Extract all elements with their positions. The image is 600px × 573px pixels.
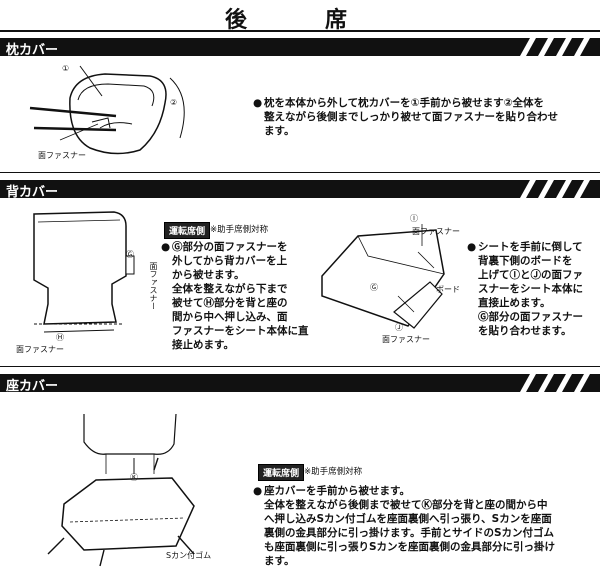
back-side-badge: 運転席側 — [164, 222, 211, 239]
divider — [0, 366, 600, 367]
back-label-i: Ⓘ — [410, 214, 418, 223]
seat-cover-illustration — [47, 414, 195, 567]
pillow-illustration — [29, 65, 185, 155]
seat-note: ※助手席側対称 — [304, 467, 363, 477]
back-label-fastener-top: 面ファスナー — [412, 227, 460, 236]
bullet-icon: ● — [253, 97, 263, 109]
back-label-board: ボード — [436, 285, 460, 294]
seat-instructions: ● 座カバーを手前から被せます。 全体を整えながら後側まで被せてⓀ部分を背と座の… — [253, 484, 600, 568]
text-line: ファスナーをシート本体に直 — [172, 325, 309, 337]
divider — [0, 172, 600, 173]
back-label-g2: Ⓖ — [370, 283, 378, 292]
seat-fold-illustration — [321, 224, 445, 329]
back-label-g: Ⓖ — [126, 250, 134, 259]
text-line: 背裏下側のボードを — [478, 255, 573, 267]
section-header-back: 背カバー — [0, 180, 600, 198]
back-label-fastener-vertical: 面ファスナー — [149, 262, 158, 310]
text-line: 上げてⒾとⒿの面ファ — [478, 269, 583, 281]
back-instructions-right: ● シートを手前に倒して 背裏下側のボードを 上げてⒾとⒿの面ファ スナーをシー… — [467, 240, 598, 338]
text-line: Ⓖ部分の面ファスナーを — [172, 241, 288, 253]
pillow-label-1: ① — [62, 64, 70, 73]
seat-label-hook: Sカン付ゴム — [166, 551, 212, 560]
text-line: へ押し込みSカン付ゴムを座面裏側へ引っ張り、Sカンを座面 — [264, 513, 552, 525]
section-title-pillow: 枕カバー — [6, 43, 59, 56]
text-line: を貼り合わせます。 — [478, 325, 572, 337]
text-line: 外してから背カバーを上 — [172, 255, 288, 267]
text-line: も座面裏側に引っ張りSカンを座面裏側の金具部分に引っ掛け — [264, 541, 556, 553]
back-label-j: Ⓙ — [395, 323, 403, 332]
stripes-decoration — [520, 180, 590, 198]
bullet-icon: ● — [467, 241, 477, 253]
text-line: 全体を整えながら下まで — [172, 283, 288, 295]
text-line: スナーをシート本体に — [478, 283, 583, 295]
seat-label-k: Ⓚ — [130, 473, 138, 482]
title-bar: 後 席 — [0, 0, 600, 33]
text-line: 枕を本体から外して枕カバーを①手前から被せます②全体を — [264, 97, 544, 109]
text-line: Ⓖ部分の面ファスナー — [478, 311, 583, 323]
back-note: ※助手席側対称 — [210, 225, 269, 235]
section-title-back: 背カバー — [6, 185, 59, 198]
section-header-pillow: 枕カバー — [0, 38, 600, 56]
section-title-seat: 座カバー — [6, 379, 59, 392]
text-line: 被せてⒽ部分を背と座の — [172, 297, 288, 309]
seat-side-badge: 運転席側 — [258, 464, 305, 481]
bullet-icon: ● — [253, 485, 263, 497]
text-line: シートを手前に倒して — [478, 241, 583, 253]
text-line: 間から中へ押し込み、面 — [172, 311, 288, 323]
text-line: 座カバーを手前から被せます。 — [264, 485, 410, 497]
pillow-label-2: ② — [170, 98, 178, 107]
text-line: 裏側の金具部分に引っ掛けます。手前とサイドのSカン付ゴム — [264, 527, 555, 539]
section-header-seat: 座カバー — [0, 374, 600, 392]
pillow-instructions: ● 枕を本体から外して枕カバーを①手前から被せます②全体を 整えながら後側までし… — [253, 96, 594, 138]
bullet-icon: ● — [161, 241, 171, 253]
text-line: から被せます。 — [172, 269, 245, 281]
text-line: 直接止めます。 — [478, 297, 551, 309]
back-label-h: Ⓗ — [56, 333, 64, 342]
text-line: 接止めます。 — [172, 339, 234, 351]
text-line: 整えながら後側までしっかり被せて面ファスナーを貼り合わせ — [264, 111, 558, 123]
back-instructions-left: ● Ⓖ部分の面ファスナーを 外してから背カバーを上 から被せます。 全体を整えな… — [161, 240, 320, 352]
text-line: ます。 — [264, 125, 295, 137]
back-label-fastener-bottom: 面ファスナー — [382, 335, 430, 344]
back-label-fastener-left: 面ファスナー — [16, 345, 64, 354]
text-line: ます。 — [264, 555, 295, 567]
stripes-decoration — [520, 38, 590, 56]
pillow-label-fastener: 面ファスナー — [38, 151, 86, 160]
stripes-decoration — [520, 374, 590, 392]
text-line: 全体を整えながら後側まで被せてⓀ部分を背と座の間から中 — [264, 499, 548, 511]
back-cover-illustration — [33, 211, 135, 333]
page-title: 後 席 — [224, 8, 375, 33]
